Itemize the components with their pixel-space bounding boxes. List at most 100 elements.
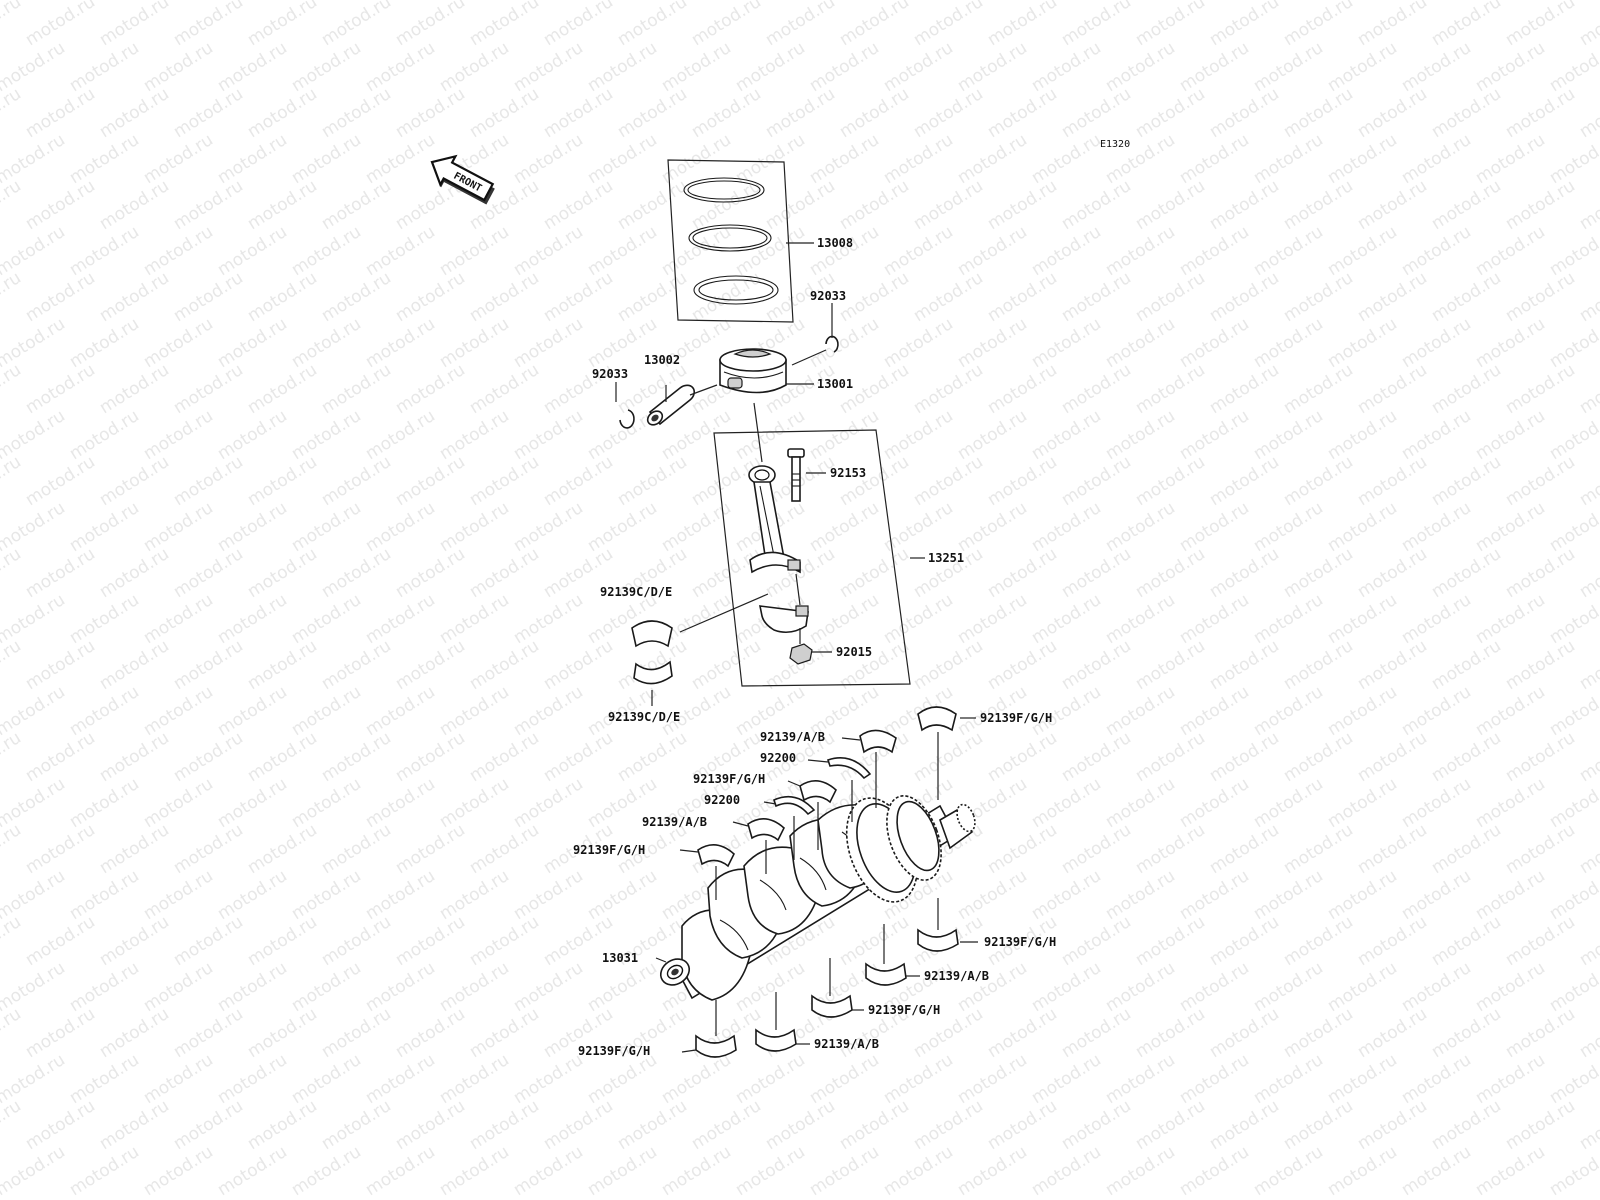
watermark-text: motod.ru <box>1132 176 1209 234</box>
watermark-text: motod.ru <box>1354 544 1431 602</box>
watermark-text: motod.ru <box>984 360 1061 418</box>
watermark-text: motod.ru <box>1058 912 1135 970</box>
watermark-text: motod.ru <box>1058 360 1135 418</box>
watermark-text: motod.ru <box>1280 176 1357 234</box>
watermark-text: motod.ru <box>910 452 987 510</box>
watermark-text: motod.ru <box>1132 268 1209 326</box>
watermark-text: motod.ru <box>244 636 321 694</box>
watermark-text: motod.ru <box>984 84 1061 142</box>
watermark-text: motod.ru <box>1280 268 1357 326</box>
watermark-text: motod.ru <box>1576 0 1600 50</box>
part-label: 92139F/G/H <box>578 1044 650 1058</box>
watermark-text: motod.ru <box>392 84 469 142</box>
watermark-text: motod.ru <box>22 912 99 970</box>
part-label: 92139C/D/E <box>608 710 680 724</box>
watermark-text: motod.ru <box>762 84 839 142</box>
watermark-text: motod.ru <box>1502 912 1579 970</box>
watermark-text: motod.ru <box>170 176 247 234</box>
watermark-text: motod.ru <box>96 728 173 786</box>
watermark-text: motod.ru <box>1206 728 1283 786</box>
watermark-text: motod.ru <box>762 176 839 234</box>
watermark-text: motod.ru <box>22 728 99 786</box>
watermark-text: motod.ru <box>22 1004 99 1062</box>
watermark-text: motod.ru <box>1058 636 1135 694</box>
watermark-text: motod.ru <box>244 820 321 878</box>
watermark-text: motod.ru <box>1354 912 1431 970</box>
watermark-text: motod.ru <box>170 1004 247 1062</box>
watermark-text: motod.ru <box>392 912 469 970</box>
watermark-text: motod.ru <box>540 728 617 786</box>
watermark-text: motod.ru <box>1576 912 1600 970</box>
watermark-text: motod.ru <box>466 268 543 326</box>
part-label: 13008 <box>817 236 853 250</box>
watermark-text: motod.ru <box>318 176 395 234</box>
watermark-text: motod.ru <box>1576 544 1600 602</box>
watermark-text: motod.ru <box>1280 360 1357 418</box>
watermark-text: motod.ru <box>318 728 395 786</box>
watermark-text: motod.ru <box>984 1096 1061 1154</box>
watermark-text: motod.ru <box>170 912 247 970</box>
watermark-text: motod.ru <box>1058 544 1135 602</box>
watermark-text: motod.ru <box>1576 268 1600 326</box>
watermark-text: motod.ru <box>614 268 691 326</box>
watermark-text: motod.ru <box>22 1096 99 1154</box>
watermark-text: motod.ru <box>1058 820 1135 878</box>
watermark-text: motod.ru <box>1428 452 1505 510</box>
watermark-text: motod.ru <box>762 1096 839 1154</box>
watermark-text: motod.ru <box>1354 360 1431 418</box>
watermark-text: motod.ru <box>984 636 1061 694</box>
watermark-text: motod.ru <box>1206 636 1283 694</box>
watermark-text: motod.ru <box>1576 636 1600 694</box>
watermark-text: motod.ru <box>466 84 543 142</box>
part-label: 92200 <box>704 793 740 807</box>
part-label: 92139F/G/H <box>573 843 645 857</box>
watermark-text: motod.ru <box>1576 452 1600 510</box>
watermark-text: motod.ru <box>96 636 173 694</box>
watermark-text: motod.ru <box>1132 636 1209 694</box>
watermark-text: motod.ru <box>1354 636 1431 694</box>
part-label: 13031 <box>602 951 638 965</box>
watermark-text: motod.ru <box>540 268 617 326</box>
watermark-text: motod.ru <box>1206 452 1283 510</box>
watermark-text: motod.ru <box>1132 544 1209 602</box>
circlip-left <box>615 382 635 429</box>
watermark-text: motod.ru <box>244 268 321 326</box>
watermark-text: motod.ru <box>1576 1096 1600 1154</box>
watermark-text: motod.ru <box>1354 1096 1431 1154</box>
watermark-text: motod.ru <box>910 1096 987 1154</box>
watermark-text: motod.ru <box>96 912 173 970</box>
watermark-text: motod.ru <box>0 360 25 418</box>
watermark-text: motod.ru <box>170 728 247 786</box>
part-label: 92139/A/B <box>642 815 707 829</box>
watermark-text: motod.ru <box>1502 544 1579 602</box>
conrod-nut <box>789 628 832 665</box>
watermark-text: motod.ru <box>1132 1096 1209 1154</box>
watermark-text: motod.ru <box>614 84 691 142</box>
watermark-text: motod.ru <box>1280 728 1357 786</box>
watermark-text: motod.ru <box>688 84 765 142</box>
watermark-text: motod.ru <box>1206 1096 1283 1154</box>
watermark-text: motod.ru <box>1132 1004 1209 1062</box>
watermark-text: motod.ru <box>910 360 987 418</box>
watermark-text: motod.ru <box>1502 176 1579 234</box>
watermark-text: motod.ru <box>614 1096 691 1154</box>
watermark-text: motod.ru <box>1576 84 1600 142</box>
watermark-text: motod.ru <box>688 1096 765 1154</box>
watermark-text: motod.ru <box>244 452 321 510</box>
part-label: 92153 <box>830 466 866 480</box>
part-label: 92200 <box>760 751 796 765</box>
watermark-text: motod.ru <box>0 544 25 602</box>
watermark-text: motod.ru <box>1132 84 1209 142</box>
watermark-text: motod.ru <box>1132 360 1209 418</box>
watermark-text: motod.ru <box>96 1004 173 1062</box>
watermark-text: motod.ru <box>1428 544 1505 602</box>
watermark-text: motod.ru <box>1206 360 1283 418</box>
watermark-text: motod.ru <box>1354 176 1431 234</box>
watermark-text: motod.ru <box>1132 452 1209 510</box>
part-label: 92015 <box>836 645 872 659</box>
watermark-text: motod.ru <box>1058 1096 1135 1154</box>
watermark-text: motod.ru <box>984 544 1061 602</box>
part-label: 92139/A/B <box>924 969 989 983</box>
watermark-text: motod.ru <box>96 1096 173 1154</box>
